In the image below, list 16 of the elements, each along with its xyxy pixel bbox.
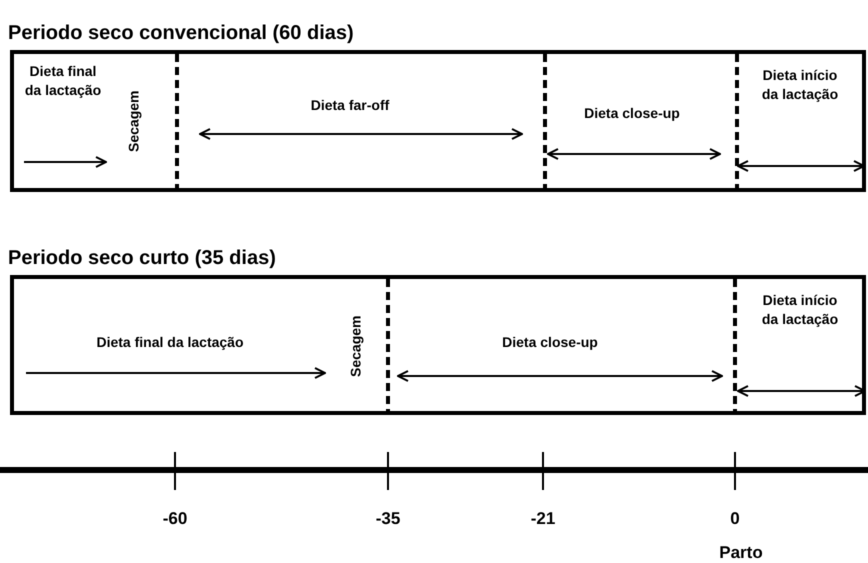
phase-label: Dieta final da lactação: [40, 333, 300, 352]
event-label: Parto: [719, 542, 763, 563]
tick-label: -35: [376, 508, 400, 530]
phase-label: Dieta início da lactação: [760, 66, 840, 104]
tick-label: 0: [730, 508, 740, 530]
phase-label: Dieta far-off: [270, 96, 430, 115]
vertical-phase-label: Secagem: [344, 301, 368, 391]
tick-label: -21: [530, 508, 556, 530]
phase-label: Dieta início da lactação: [760, 291, 840, 329]
panel-title: Periodo seco curto (35 dias): [8, 246, 276, 271]
tick-label: -60: [162, 508, 188, 530]
phase-label: Dieta close-up: [470, 333, 630, 352]
phase-label: Dieta final da lactação: [22, 62, 104, 100]
phase-label: Dieta close-up: [557, 104, 707, 123]
vertical-phase-label: Secagem: [122, 76, 146, 166]
panel-title: Periodo seco convencional (60 dias): [8, 21, 354, 46]
